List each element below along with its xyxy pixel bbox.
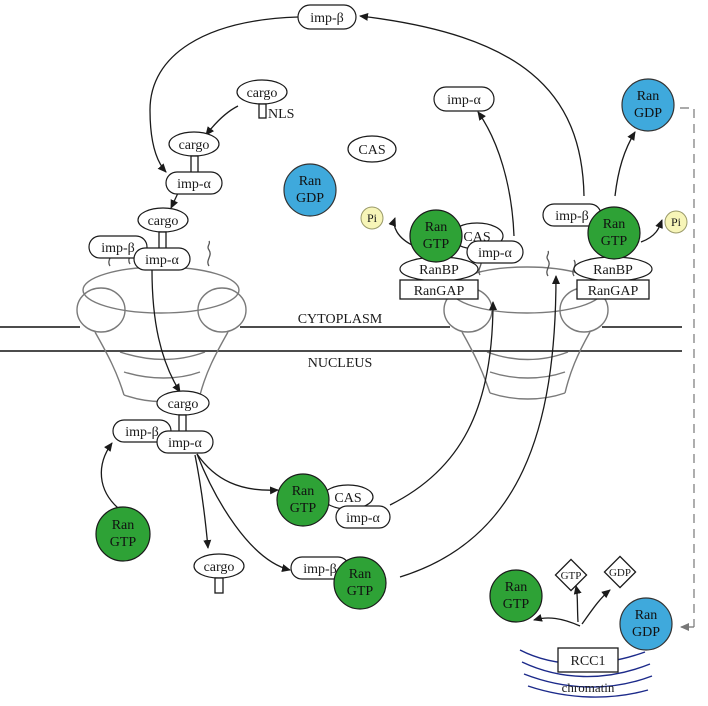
pathway-arrows	[100, 12, 663, 627]
ran-gdp-return-path	[680, 107, 695, 627]
pi-label: Pi	[367, 211, 378, 225]
cas-label: CAS	[334, 491, 361, 506]
chromatin-strands	[519, 649, 653, 698]
cargo-label: cargo	[148, 214, 179, 229]
imp-alpha-label: imp-α	[346, 511, 380, 526]
gtp-label: GTP	[503, 597, 530, 612]
imp-alpha-released: imp-α	[433, 86, 495, 112]
ran-label: Ran	[637, 89, 660, 104]
ran-gdp-nucleus: Ran GDP	[619, 597, 673, 651]
cas-label: CAS	[358, 143, 385, 158]
imp-beta-label: imp-β	[303, 562, 337, 577]
nls-label: NLS	[268, 107, 294, 122]
cargo-released: cargo	[193, 553, 245, 594]
imp-alpha-label: imp-α	[177, 177, 211, 192]
cargo-nls: cargo NLS	[236, 79, 294, 122]
gtp-diamond: GTP	[554, 558, 588, 592]
gtp-label: GTP	[347, 584, 374, 599]
gtp-label: GTP	[601, 234, 628, 249]
ran-gdp-cytoplasm: Ran GDP	[283, 163, 337, 217]
gdp-label: GDP	[632, 625, 660, 640]
pi-label: Pi	[671, 215, 682, 229]
ran-gtp-nucleus: Ran GTP	[95, 506, 151, 562]
rcc1-label: RCC1	[570, 654, 605, 669]
ran-label: Ran	[112, 518, 135, 533]
rangap-label: RanGAP	[414, 284, 465, 299]
rcc1-box: RCC1	[557, 647, 619, 673]
ranbp-label: RanBP	[419, 263, 459, 278]
ran-label: Ran	[425, 220, 448, 235]
cargo-label: cargo	[247, 86, 278, 101]
ran-label: Ran	[349, 567, 372, 582]
nuclear-pore-left	[76, 240, 247, 403]
import-complex-at-pore: cargo imp-β imp-α	[88, 207, 191, 271]
imp-alpha-label: imp-α	[168, 436, 202, 451]
ranbp-label: RanBP	[593, 263, 633, 278]
ran-gtp-regenerated: Ran GTP	[489, 569, 543, 623]
imp-beta-label: imp-β	[555, 209, 589, 224]
gtp-label: GTP	[110, 535, 137, 550]
gtp-label: GTP	[290, 501, 317, 516]
cargo-imp-alpha-complex: cargo imp-α	[165, 131, 223, 195]
cas-export-complex-at-pore: RanBP RanGAP CAS imp-α Ran GTP	[399, 209, 524, 300]
pi-right: Pi	[664, 210, 688, 234]
cas-free: CAS	[347, 135, 397, 163]
rangap-label: RanGAP	[588, 284, 639, 299]
ran-label: Ran	[635, 608, 658, 623]
gtp-label: GTP	[423, 237, 450, 252]
nucleus-label: NUCLEUS	[308, 356, 373, 371]
imp-beta-label: imp-β	[310, 11, 344, 26]
ran-label: Ran	[292, 484, 315, 499]
gtp-label: GTP	[561, 570, 582, 582]
ran-gdp-released: Ran GDP	[621, 78, 675, 132]
cargo-label: cargo	[204, 560, 235, 575]
imp-beta-label: imp-β	[125, 425, 159, 440]
imp-beta-recycled: imp-β	[297, 4, 357, 30]
cargo-label: cargo	[179, 138, 210, 153]
import-complex-nucleus: cargo imp-β imp-α	[112, 390, 214, 454]
imp-beta-label: imp-β	[101, 241, 135, 256]
pi-left: Pi	[360, 206, 384, 230]
ran-label: Ran	[603, 217, 626, 232]
ran-label: Ran	[505, 580, 528, 595]
chromatin-label: chromatin	[562, 680, 615, 695]
gdp-label: GDP	[296, 191, 324, 206]
gdp-diamond: GDP	[603, 555, 637, 589]
ran-label: Ran	[299, 174, 322, 189]
imp-alpha-label: imp-α	[447, 93, 481, 108]
cargo-label: cargo	[168, 397, 199, 412]
cytoplasm-label: CYTOPLASM	[298, 312, 383, 327]
gdp-label: GDP	[609, 567, 631, 579]
imp-alpha-label: imp-α	[478, 246, 512, 261]
imp-alpha-label: imp-α	[145, 253, 179, 268]
gdp-label: GDP	[634, 106, 662, 121]
imp-beta-export-complex-at-pore: RanBP RanGAP imp-β Ran GTP	[542, 203, 653, 300]
cas-export-complex-nucleus: CAS imp-α Ran GTP	[276, 473, 391, 529]
imp-beta-ran-gtp-complex-nucleus: imp-β Ran GTP	[290, 556, 387, 610]
